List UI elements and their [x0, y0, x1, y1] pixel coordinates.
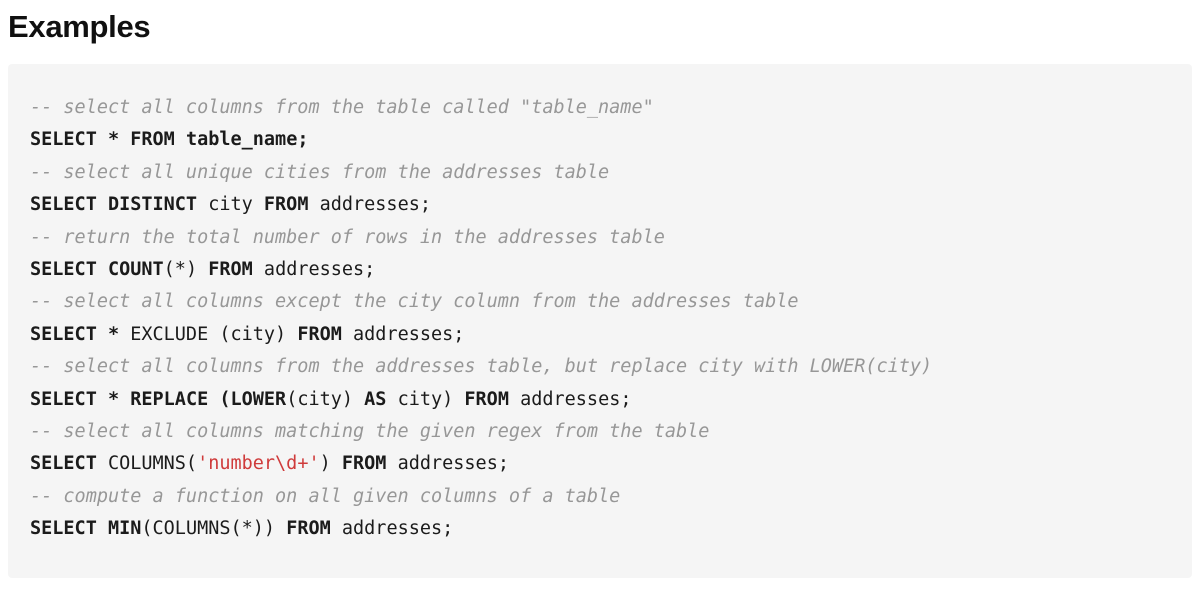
code-line: -- select all columns from the table cal…: [30, 92, 1170, 124]
code-token-comment: -- return the total number of rows in th…: [30, 226, 665, 248]
code-token-comment: -- select all unique cities from the add…: [30, 161, 610, 183]
code-token-plain: (COLUMNS(*)): [141, 518, 287, 540]
code-line: SELECT COLUMNS('number\d+') FROM address…: [30, 448, 1170, 480]
code-line: -- select all columns from the addresses…: [30, 351, 1170, 383]
code-line: SELECT * FROM table_name;: [30, 124, 1170, 156]
code-token-kw: FROM: [286, 518, 331, 540]
page-title: Examples: [8, 9, 151, 44]
code-token-plain: ): [319, 453, 342, 475]
code-token-kw: table_name: [185, 129, 298, 151]
code-line: -- select all columns matching the given…: [30, 416, 1170, 448]
code-token-kw: *: [107, 129, 120, 151]
code-token-kw: SELECT: [30, 453, 97, 475]
code-token-kw: SELECT: [30, 194, 97, 216]
code-token-comment: -- select all columns except the city co…: [30, 291, 799, 313]
code-token-plain: [97, 518, 108, 539]
code-line: SELECT * REPLACE (LOWER(city) AS city) F…: [30, 384, 1170, 416]
code-token-kw: SELECT: [30, 129, 97, 151]
code-token-kw: FROM: [464, 388, 509, 410]
code-line: SELECT COUNT(*) FROM addresses;: [30, 254, 1170, 286]
code-token-kw: AS: [364, 388, 387, 410]
code-line: SELECT * EXCLUDE (city) FROM addresses;: [30, 319, 1170, 351]
code-line: -- compute a function on all given colum…: [30, 481, 1170, 513]
code-token-plain: [197, 259, 208, 280]
code-token-kw: SELECT: [30, 518, 97, 540]
code-token-plain: addresses;: [308, 194, 431, 216]
code-line: SELECT DISTINCT city FROM addresses;: [30, 189, 1170, 221]
code-token-punct: city): [386, 388, 465, 410]
code-token-plain: addresses;: [508, 388, 632, 410]
code-token-kw: ;: [297, 129, 309, 151]
code-token-plain: COLUMNS(: [96, 453, 198, 475]
code-token-plain: addresses;: [330, 518, 454, 540]
code-token-plain: [97, 194, 108, 215]
code-token-plain: addresses;: [252, 259, 376, 281]
code-token-kw: *: [107, 388, 120, 410]
code-line: -- select all unique cities from the add…: [30, 157, 1170, 189]
code-token-kw: FROM: [208, 259, 253, 281]
code-token-plain: [97, 259, 108, 280]
code-token-plain: city: [197, 194, 264, 216]
code-token-plain: addresses;: [386, 453, 509, 475]
code-token-kw: COUNT: [107, 259, 164, 281]
code-token-str: 'number\d+': [197, 453, 320, 475]
code-token-plain: [119, 389, 130, 410]
code-token-kw: SELECT: [30, 323, 97, 345]
code-token-kw: (LOWER: [219, 388, 287, 410]
code-token-kw: *: [107, 323, 120, 345]
code-token-comment: -- compute a function on all given colum…: [30, 485, 621, 507]
code-token-kw: FROM: [130, 129, 175, 151]
code-block-sql-examples[interactable]: -- select all columns from the table cal…: [8, 64, 1192, 578]
code-token-plain: [97, 389, 108, 410]
code-token-punct: (*): [163, 259, 198, 281]
code-token-plain: [208, 389, 219, 410]
code-token-kw: FROM: [297, 323, 342, 345]
code-line: -- select all columns except the city co…: [30, 286, 1170, 318]
code-token-plain: [97, 129, 108, 150]
code-line: SELECT MIN(COLUMNS(*)) FROM addresses;: [30, 513, 1170, 545]
code-token-kw: REPLACE: [130, 388, 209, 410]
code-token-plain: [97, 324, 108, 345]
code-token-punct: (city): [286, 388, 365, 410]
code-token-comment: -- select all columns from the addresses…: [30, 356, 933, 378]
code-token-kw: FROM: [341, 453, 387, 475]
code-token-kw: SELECT: [30, 388, 97, 410]
code-token-plain: [119, 129, 130, 150]
code-token-plain: addresses;: [341, 323, 465, 345]
code-token-kw: DISTINCT: [107, 194, 198, 216]
code-token-kw: FROM: [263, 194, 309, 216]
code-token-plain: [175, 129, 186, 150]
code-token-plain: EXCLUDE (city): [119, 323, 298, 345]
code-line: -- return the total number of rows in th…: [30, 222, 1170, 254]
code-token-comment: -- select all columns matching the given…: [30, 421, 710, 443]
code-token-comment: -- select all columns from the table cal…: [30, 97, 654, 118]
code-token-kw: MIN: [107, 518, 142, 540]
code-token-kw: SELECT: [30, 259, 97, 281]
code-content[interactable]: -- select all columns from the table cal…: [8, 92, 1192, 546]
